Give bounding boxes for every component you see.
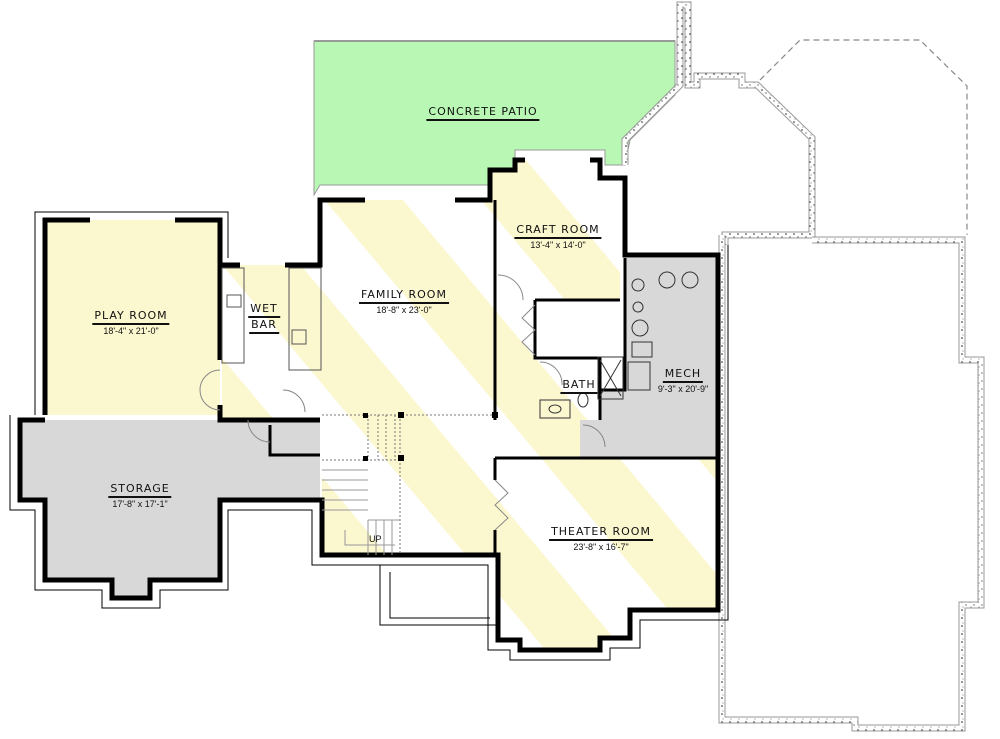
craft-room-name: CRAFT ROOM (514, 223, 602, 239)
play-room-dims: 18'-4" x 21'-0" (103, 326, 159, 336)
foundation-band (9, 211, 729, 661)
family-room-name: FAMILY ROOM (359, 288, 449, 304)
stairs-treads (322, 469, 400, 555)
wet-bar-counters (221, 267, 322, 371)
craft-room-label: CRAFT ROOM 13'-4" x 14'-0" (514, 218, 602, 250)
stairs-up-label: UP (369, 534, 382, 544)
bath-fixtures (539, 356, 624, 419)
wet-bar-label: WET BAR (248, 302, 280, 334)
storage-label: STORAGE 17'-8" x 17'-1" (108, 477, 172, 509)
garage-foundation (621, 1, 985, 732)
walls (17, 157, 721, 653)
concrete-patio-name: CONCRETE PATIO (426, 105, 540, 121)
play-room-name: PLAY ROOM (92, 309, 170, 325)
interior-walls (268, 200, 718, 555)
mech-name: MECH (662, 367, 704, 383)
play-room-area (45, 220, 220, 415)
family-room-area (222, 160, 718, 650)
family-room-label: FAMILY ROOM 18'-8" x 23'-0" (359, 283, 449, 315)
mech-dims: 9'-3" x 20'-9" (657, 384, 709, 394)
storage-dims: 17'-8" x 17'-1" (112, 499, 168, 509)
bath-name: BATH (560, 378, 598, 394)
storage-name: STORAGE (108, 482, 172, 498)
mech-equipment (627, 271, 699, 391)
columns (363, 412, 498, 461)
concrete-patio-area (313, 40, 676, 197)
theater-room-dims: 23'-8" x 16'-7" (573, 542, 629, 552)
family-room-dims: 18'-8" x 23'-0" (376, 305, 432, 315)
craft-room-dims: 13'-4" x 14'-0" (530, 240, 586, 250)
concrete-patio-label: CONCRETE PATIO (426, 100, 540, 121)
wet-bar-line2: BAR (249, 318, 279, 334)
wet-bar-line1: WET (248, 302, 280, 318)
play-room-label: PLAY ROOM 18'-4" x 21'-0" (92, 304, 170, 336)
mech-room-area (580, 258, 718, 458)
stairs (322, 414, 495, 555)
theater-room-label: THEATER ROOM 23'-8" x 16'-7" (549, 520, 653, 552)
storage-area (20, 420, 320, 598)
mech-label: MECH 9'-3" x 20'-9" (658, 362, 708, 394)
theater-room-name: THEATER ROOM (549, 525, 653, 541)
doors (199, 274, 606, 531)
bath-label: BATH (560, 373, 598, 394)
